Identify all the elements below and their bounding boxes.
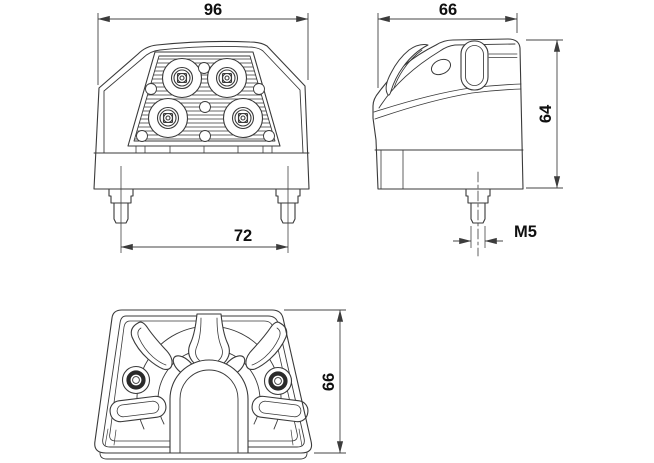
front-lens-outer [127,51,281,147]
led-top-right [206,57,248,99]
side-view [372,38,524,257]
bottom-inner-contour-1 [102,315,305,448]
bottom-pocket-upper-left [130,321,173,370]
bottom-view [94,309,313,460]
led-bottom-left [147,97,189,139]
led-bottom-right [222,97,264,139]
front-lens-clip-ticks [135,145,273,154]
extension-lines [470,226,486,248]
dim-label-stud-spacing-72: 72 [234,227,252,245]
bottom-body-outline [94,309,313,454]
side-lens-contour-3 [374,88,522,120]
bottom-inner-contour-2 [109,320,298,442]
side-hook-inner [465,45,484,86]
dim-label-depth-66: 66 [439,1,457,19]
side-base-verticals [380,149,404,190]
side-hook [460,40,489,91]
front-body-outline [93,40,310,190]
bottom-arch-outer [169,359,249,454]
dim-label-thread-m5: M5 [514,223,537,241]
side-body-outline [372,38,524,190]
side-latch-rib-inner [393,49,423,89]
stud-centerlines [120,166,289,253]
bottom-pocket-lower-left [109,395,167,423]
led-top-left [161,57,203,99]
bottom-pocket-upper-right [245,321,288,370]
bottom-arch-inner [179,369,239,454]
side-dim-height: 64 [526,39,563,189]
dim-label-width-96: 96 [204,1,222,19]
bottom-stud-boss-left [121,365,151,395]
side-thumb-recess [430,58,452,76]
bottom-dim-depth: 66 [284,309,346,454]
front-body-inner-contour [103,45,304,154]
bottom-corner-contours [104,428,303,447]
bottom-pocket-lower-right [251,395,309,423]
dim-label-depth-66: 66 [320,373,338,391]
side-dim-width: 66 [377,1,518,88]
side-dim-thread: M5 [453,223,537,248]
extension-lines [97,13,309,85]
bottom-stud-boss-right [263,366,293,396]
side-top-ribs [488,53,518,58]
bottom-foot-lip [99,452,308,460]
side-lens-contour-1 [378,43,516,109]
front-view [93,40,310,224]
side-latch-rib [385,44,429,96]
front-dim-stud-spacing: 72 [120,166,289,253]
front-lens-inner [133,55,276,142]
front-dim-width: 96 [97,1,309,85]
dim-label-height-64: 64 [537,104,555,123]
